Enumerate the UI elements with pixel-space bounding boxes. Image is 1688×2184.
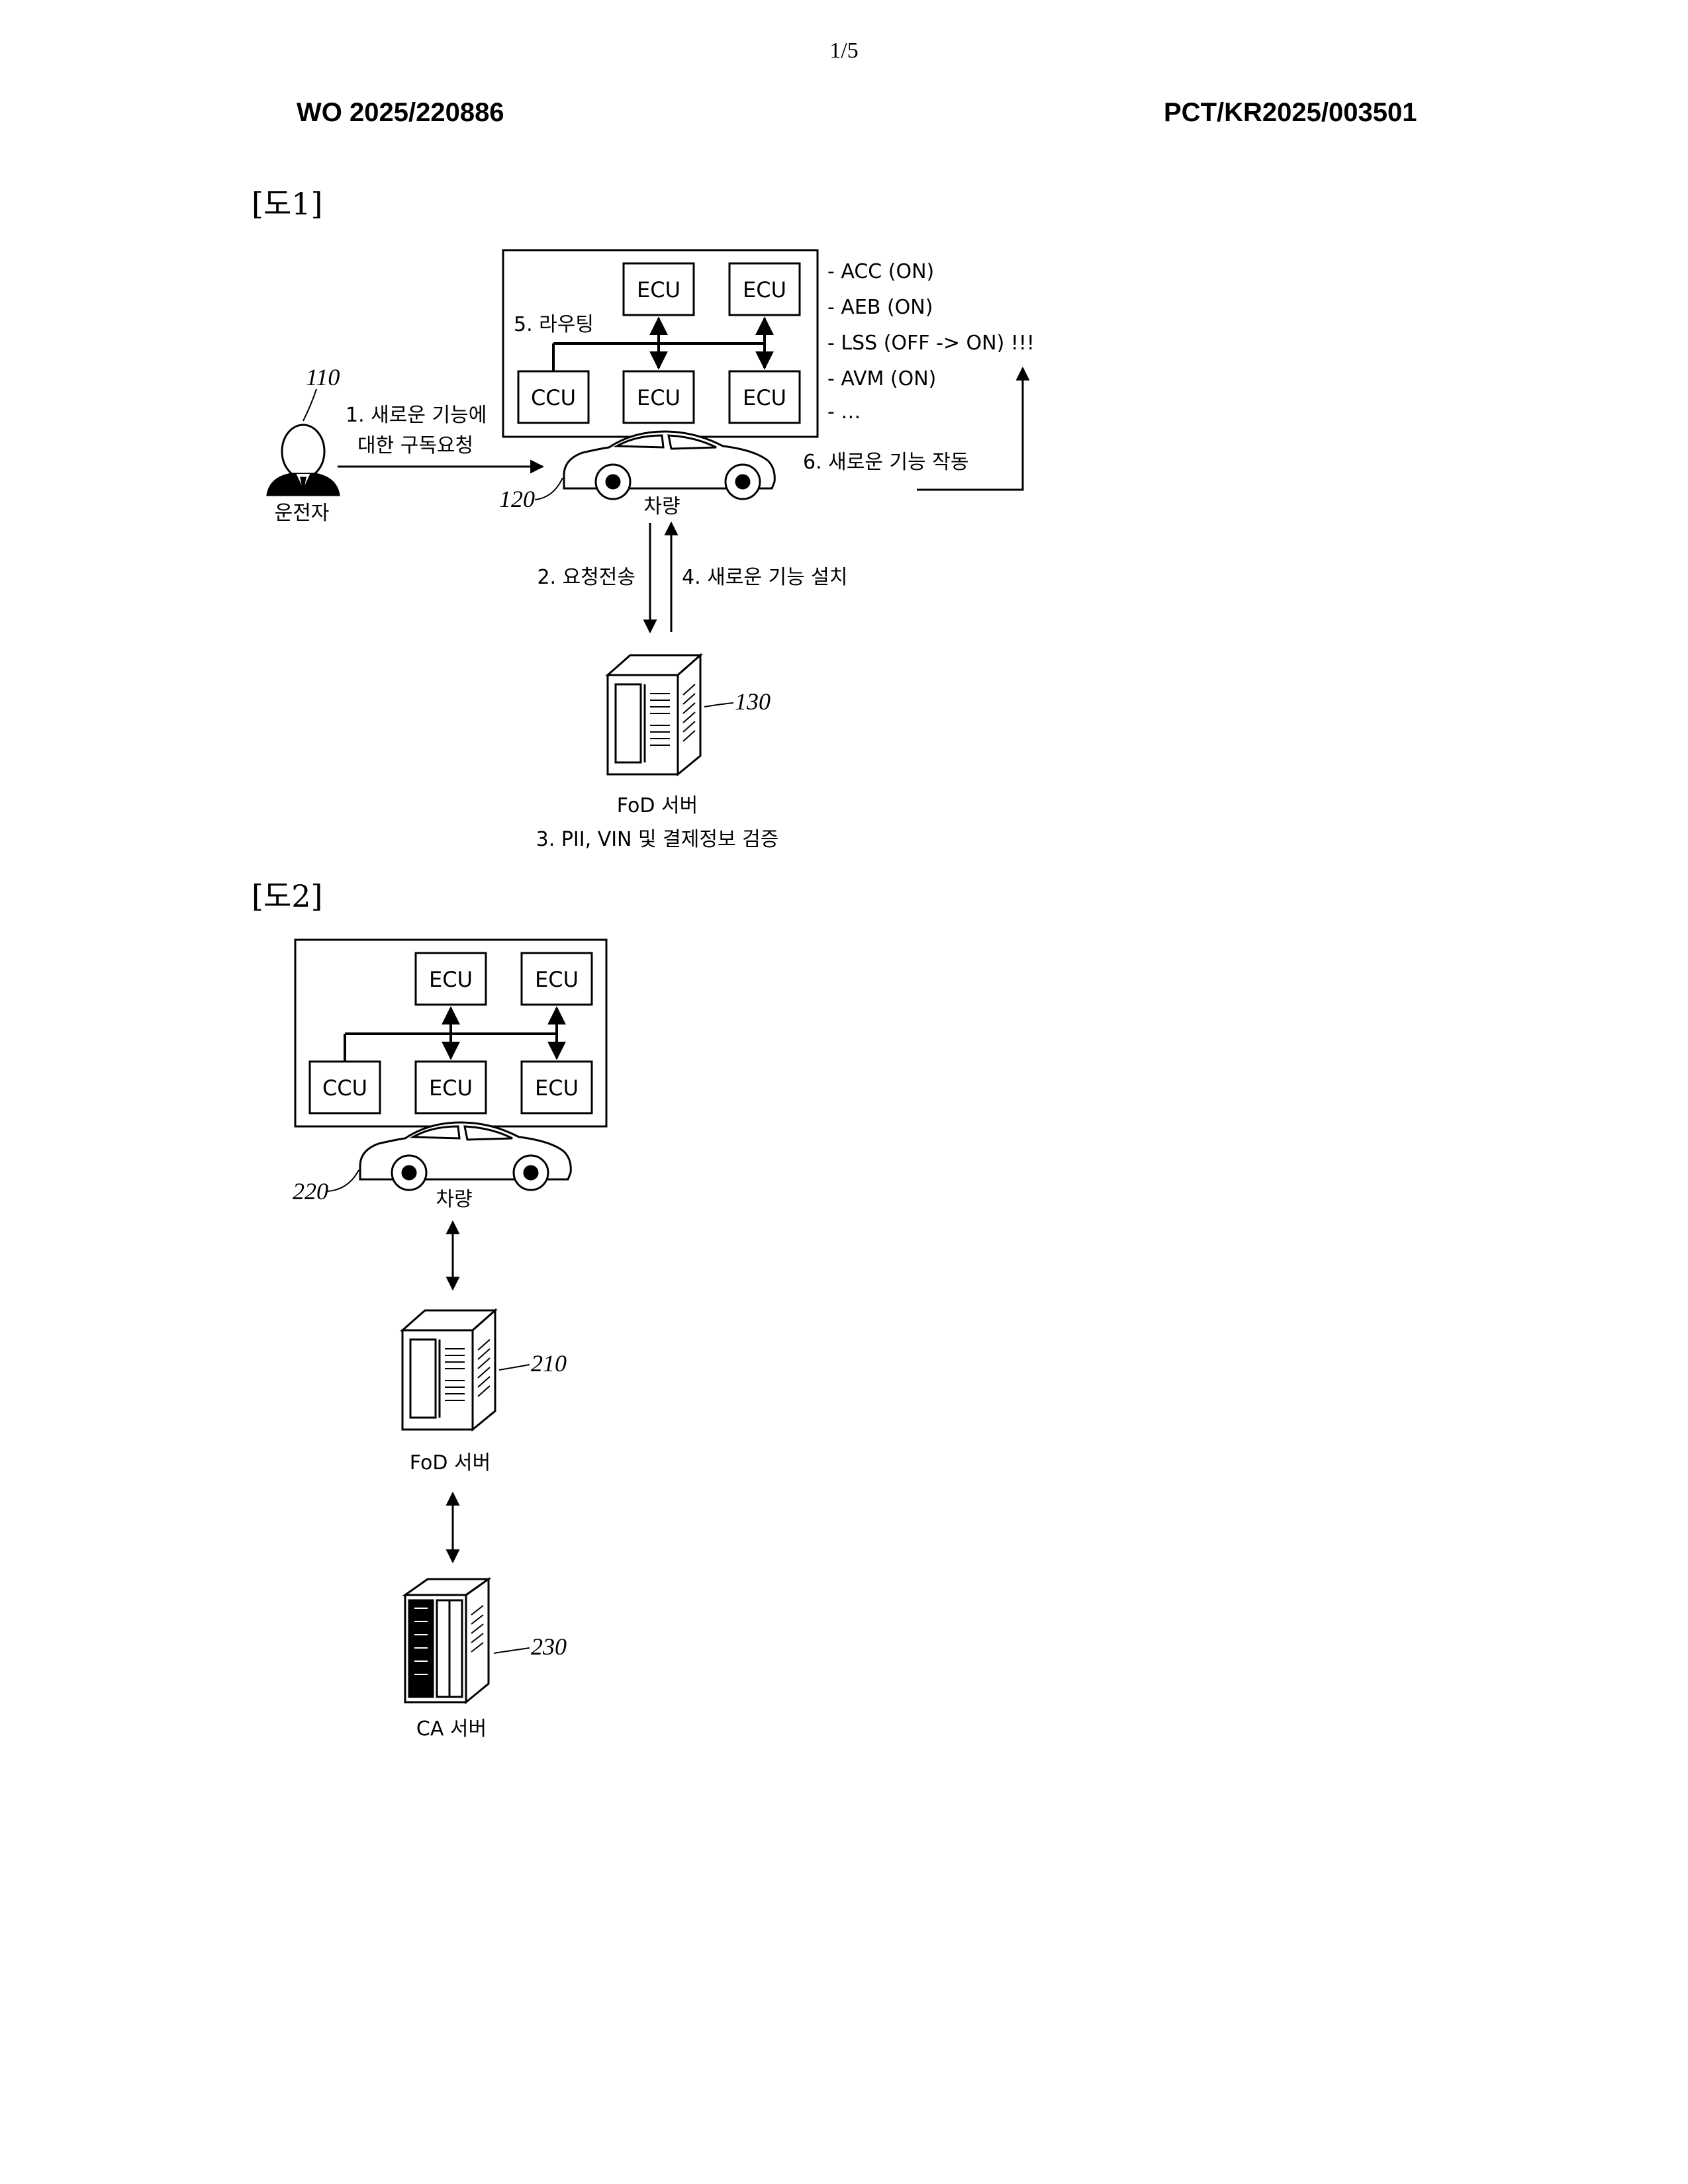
install-label: 4. 새로운 기능 설치	[682, 566, 847, 589]
request-label-1: 1. 새로운 기능에	[346, 404, 487, 427]
fig2-ecu-top-2: ECU	[522, 953, 592, 1005]
fig2-ecu-top-2-label: ECU	[535, 967, 579, 992]
fig1-fod-server-icon	[608, 655, 700, 774]
fig2-vehicle-label: 차량	[436, 1188, 472, 1211]
fig1-ecu-bottom-1-label: ECU	[637, 385, 680, 410]
fig1-vehicle-icon	[564, 432, 774, 499]
feature-more: - …	[827, 400, 861, 424]
activate-label: 6. 새로운 기능 작동	[803, 451, 968, 474]
fig1-vehicle-ref-leader	[535, 478, 563, 500]
verify-label: 3. PII, VIN 및 결제정보 검증	[536, 828, 779, 851]
request-label-2: 대한 구독요청	[357, 434, 473, 457]
fig1-vehicle-network-box: ECU ECU CCU ECU ECU	[503, 250, 818, 437]
fig1-ccu-label: CCU	[531, 385, 576, 410]
ca-server-label: CA 서버	[416, 1717, 487, 1741]
fig1-vehicle-label: 차량	[643, 495, 680, 518]
fig2-ecu-top-1-label: ECU	[429, 967, 473, 992]
feature-lss: - LSS (OFF -> ON) !!!	[827, 332, 1035, 355]
send-label: 2. 요청전송	[537, 566, 635, 589]
fig2-ccu-label: CCU	[322, 1075, 367, 1101]
fig1-routing-label: 5. 라우팅	[514, 313, 594, 336]
fig2-ccu: CCU	[310, 1062, 380, 1113]
fig2-vehicle-icon	[360, 1122, 571, 1190]
fig1-ecu-top-2-label: ECU	[743, 277, 786, 302]
fig2-vehicle-ref: 220	[293, 1178, 328, 1205]
driver-ref: 110	[306, 364, 340, 390]
fig2-ecu-bottom-1: ECU	[416, 1062, 486, 1113]
fig1-ecu-top-1-label: ECU	[637, 277, 680, 302]
fig1-feature-list: - ACC (ON) - AEB (ON) - LSS (OFF -> ON) …	[827, 260, 1035, 424]
ca-server-icon	[405, 1579, 489, 1702]
fig2-ecu-bottom-1-label: ECU	[429, 1075, 473, 1101]
fig1-ecu-top-1: ECU	[624, 263, 694, 315]
fig2-fod-label: FoD 서버	[410, 1451, 491, 1475]
driver-label: 운전자	[275, 502, 330, 525]
feature-aeb: - AEB (ON)	[827, 296, 933, 319]
fig2-vehicle-ref-leader	[327, 1170, 359, 1191]
fig2-routing-bus	[345, 1008, 557, 1062]
fig2-ecu-bottom-2: ECU	[522, 1062, 592, 1113]
driver-ref-leader	[303, 389, 316, 421]
fig2-fod-ref-leader	[499, 1365, 530, 1370]
feature-avm: - AVM (ON)	[827, 367, 936, 390]
fig2-fod-server-icon	[402, 1310, 495, 1430]
fig1-ecu-bottom-1: ECU	[624, 371, 694, 423]
fig1-ecu-bottom-2-label: ECU	[743, 385, 786, 410]
figure-1: ECU ECU CCU ECU ECU	[267, 250, 1035, 851]
fig1-ecu-bottom-2: ECU	[729, 371, 800, 423]
fig1-vehicle-ref: 120	[499, 486, 535, 512]
ca-server-ref-leader	[494, 1648, 530, 1653]
fig1-server-ref-leader	[704, 703, 733, 707]
fig2-ecu-top-1: ECU	[416, 953, 486, 1005]
fig2-vehicle-network-box: ECU ECU CCU ECU ECU	[295, 940, 606, 1126]
ca-server-ref: 230	[531, 1633, 567, 1660]
fig1-server-ref: 130	[735, 688, 771, 715]
fig1-ccu: CCU	[518, 371, 588, 423]
feature-acc: - ACC (ON)	[827, 260, 934, 283]
driver-icon	[267, 425, 339, 495]
fig1-ecu-top-2: ECU	[729, 263, 800, 315]
fig2-ecu-bottom-2-label: ECU	[535, 1075, 579, 1101]
fig2-fod-ref: 210	[531, 1350, 567, 1377]
fig1-server-label: FoD 서버	[617, 794, 698, 817]
figure-2: ECU ECU CCU ECU ECU	[293, 940, 606, 1741]
